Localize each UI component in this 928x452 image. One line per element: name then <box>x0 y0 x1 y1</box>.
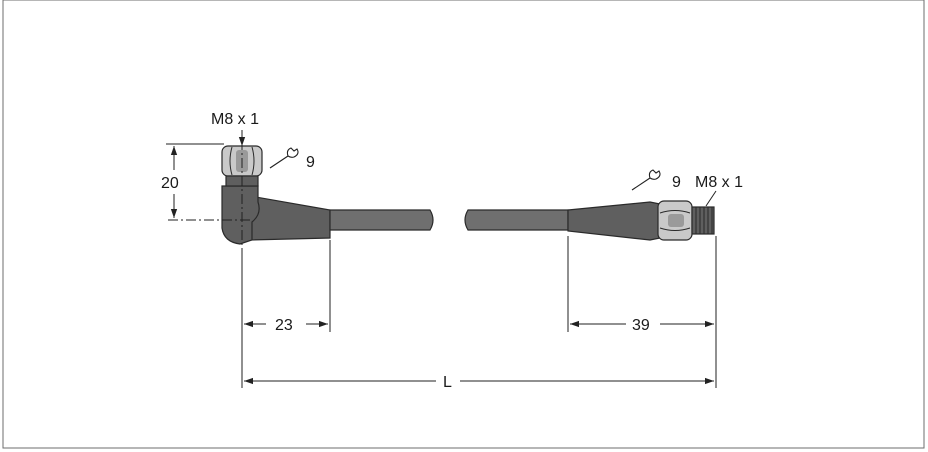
dim-20-label: 20 <box>161 175 179 192</box>
dim-23-label: 23 <box>275 317 293 334</box>
left-wrench-icon <box>269 147 299 169</box>
dim-39-label: 39 <box>632 317 650 334</box>
right-thread-leader <box>705 190 717 207</box>
right-straight-connector <box>567 200 715 241</box>
cable-right-section <box>464 209 569 231</box>
left-thread-label: M8 x 1 <box>211 111 259 128</box>
left-elbow-body <box>221 185 260 245</box>
right-thread <box>691 206 715 235</box>
right-wrench-label: 9 <box>672 174 681 191</box>
right-wrench-icon <box>631 169 661 191</box>
right-thread-label: M8 x 1 <box>695 174 743 191</box>
dim-L-label: L <box>443 374 452 391</box>
right-boot <box>567 201 661 241</box>
left-boot <box>249 195 331 241</box>
cable-left-section <box>329 209 434 231</box>
left-wrench-label: 9 <box>306 154 315 171</box>
